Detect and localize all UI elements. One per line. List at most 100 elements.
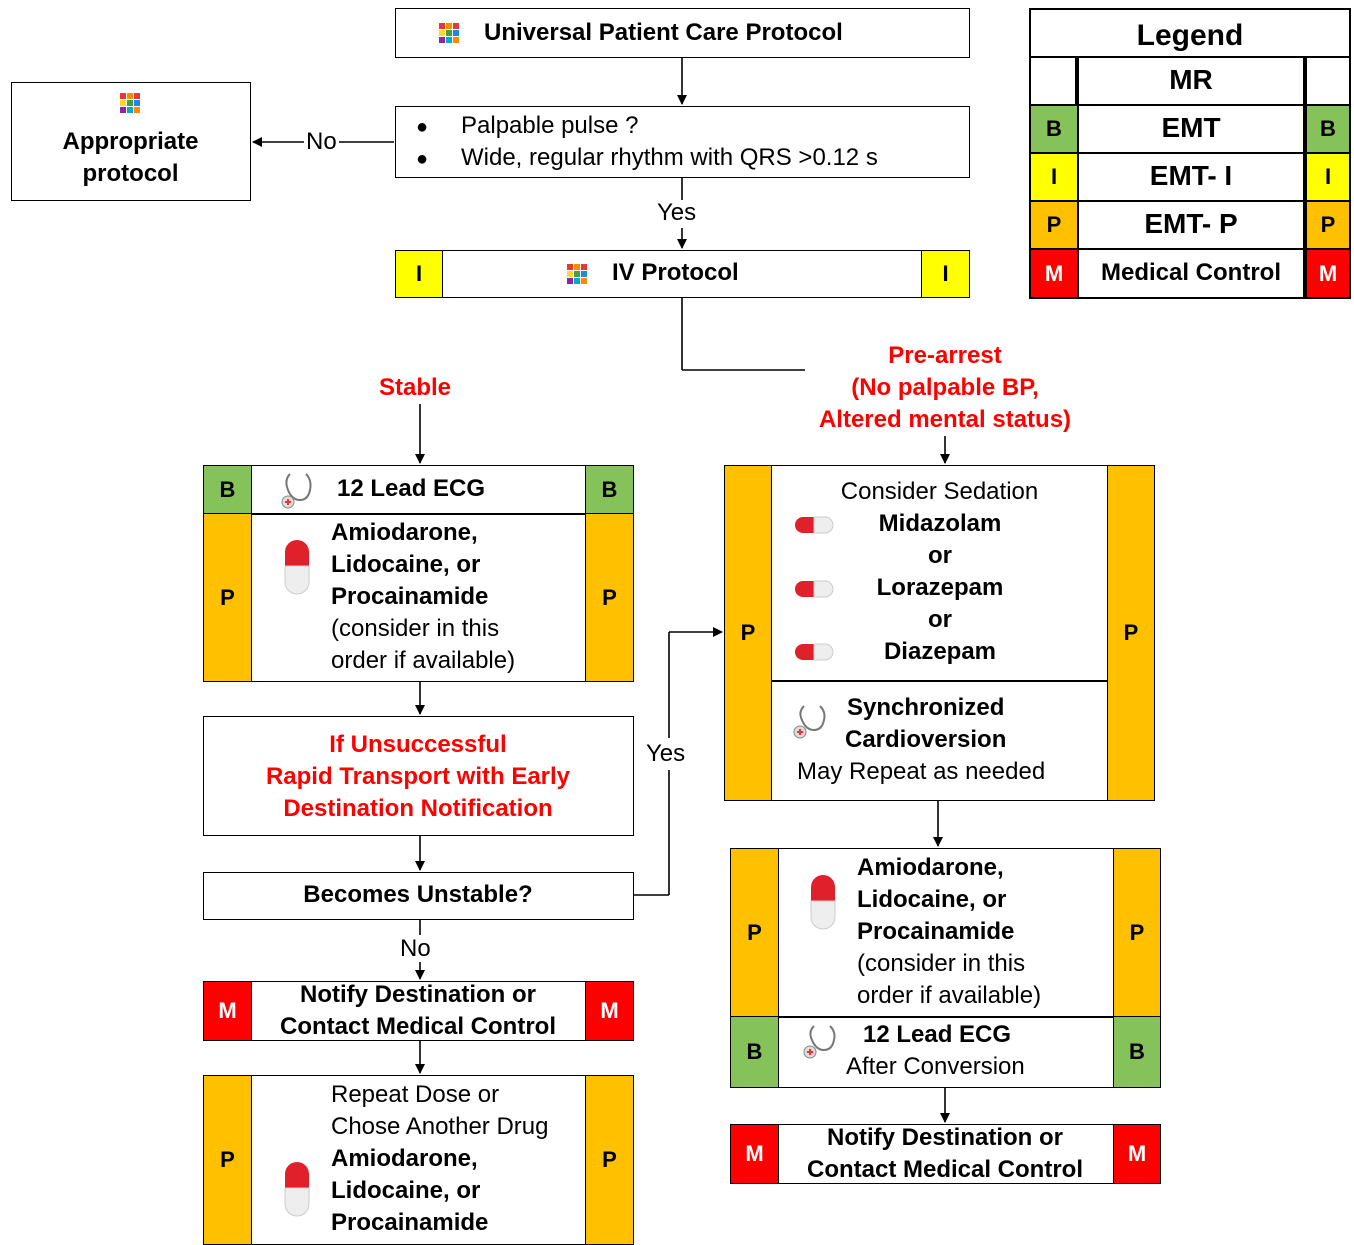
- stable-drug-3: Procainamide: [331, 583, 489, 610]
- or-1: or: [928, 542, 952, 569]
- protocol-grid-icon: [567, 264, 587, 284]
- legend-mr: MR: [1169, 64, 1213, 95]
- notify-right-box: Notify Destination or Contact Medical Co…: [730, 1124, 1161, 1184]
- legend-emt-p: EMT- P: [1144, 208, 1238, 239]
- stethoscope-icon: [281, 473, 312, 509]
- legend-emt: EMT: [1161, 112, 1221, 143]
- prearrest-label-3: Altered mental status): [818, 406, 1072, 433]
- level-badge-p: P: [1113, 848, 1161, 1017]
- level-badge-p: P: [724, 465, 772, 801]
- level-badge-p: P: [585, 513, 634, 682]
- level-badge-i: I: [921, 250, 970, 298]
- stable-treatment-box: [203, 465, 634, 682]
- diazepam: Diazepam: [883, 638, 997, 665]
- capsule-icon: [284, 1162, 310, 1217]
- stethoscope-icon: [793, 705, 826, 739]
- or-2: or: [928, 606, 952, 633]
- level-badge-b: B: [203, 465, 252, 514]
- consider-sedation: Consider Sedation: [840, 478, 1039, 505]
- protocol-grid-icon: [120, 93, 140, 113]
- appropriate-protocol-box: Appropriate protocol: [11, 82, 251, 201]
- level-badge-i: I: [395, 250, 443, 298]
- legend-emt-i: EMT- I: [1149, 160, 1233, 191]
- level-badge-p: P: [585, 1075, 634, 1245]
- level-badge-m: M: [585, 981, 634, 1041]
- sync-3: May Repeat as needed: [797, 758, 1046, 785]
- notify-left-1: Notify Destination or: [299, 981, 536, 1008]
- level-badge-m: M: [203, 981, 252, 1041]
- capsule-icon: [810, 875, 836, 930]
- protocol-grid-icon: [439, 23, 459, 43]
- sync-2: Cardioversion: [845, 726, 1007, 753]
- repeat-1: Repeat Dose or: [331, 1081, 500, 1108]
- legend-code-m: M: [1031, 250, 1077, 297]
- unsuccessful-3: Destination Notification: [283, 795, 553, 822]
- criteria-box: ● Palpable pulse ? ● Wide, regular rhyth…: [395, 106, 970, 178]
- stable-ecg-label: 12 Lead ECG: [337, 475, 486, 502]
- title-box: Universal Patient Care Protocol: [395, 8, 970, 58]
- repeat-dose-box: [203, 1075, 634, 1245]
- prearrest-drugs-box: [730, 848, 1161, 1088]
- level-badge-b: B: [730, 1016, 779, 1088]
- appropriate-line2: protocol: [82, 160, 179, 187]
- level-badge-m: M: [1113, 1124, 1161, 1184]
- legend-medical-control: Medical Control: [1100, 259, 1281, 286]
- stethoscope-icon: [803, 1025, 836, 1059]
- notify-right-1: Notify Destination or: [826, 1124, 1063, 1151]
- capsule-icon: [795, 580, 834, 598]
- becomes-unstable-label: Becomes Unstable?: [303, 881, 533, 908]
- level-badge-p: P: [203, 513, 252, 682]
- pre-drug-2: Lidocaine, or: [857, 886, 1007, 913]
- unsuccessful-1: If Unsuccessful: [329, 731, 507, 758]
- yes-label: Yes: [657, 199, 697, 226]
- repeat-2: Chose Another Drug: [331, 1113, 549, 1140]
- legend-code-p: P: [1307, 202, 1349, 248]
- capsule-icon: [795, 643, 834, 661]
- repeat-4: Lidocaine, or: [331, 1177, 481, 1204]
- legend-code-b: B: [1307, 106, 1349, 152]
- no-label: No: [304, 126, 339, 158]
- unsuccessful-2: Rapid Transport with Early: [265, 763, 571, 790]
- lorazepam: Lorazepam: [876, 574, 1004, 601]
- legend-code-i: I: [1307, 154, 1349, 200]
- yes-label-unstable: Yes: [646, 740, 686, 767]
- pre-note-1: (consider in this: [857, 950, 1026, 977]
- iv-protocol-label: IV Protocol: [612, 259, 739, 286]
- stable-note-1: (consider in this: [331, 615, 500, 642]
- legend-code-p: P: [1031, 202, 1077, 248]
- capsule-icon: [795, 516, 834, 534]
- legend-code-i: I: [1031, 154, 1077, 200]
- level-badge-b: B: [585, 465, 634, 514]
- stable-drug-1: Amiodarone,: [331, 519, 478, 546]
- pre-ecg: 12 Lead ECG: [863, 1021, 1012, 1048]
- legend-code-b: B: [1031, 106, 1077, 152]
- criteria-rhythm: Wide, regular rhythm with QRS >0.12 s: [461, 144, 878, 171]
- legend-code-m: M: [1307, 250, 1349, 297]
- prearrest-label: Pre-arrest: [888, 342, 1002, 369]
- legend-title: Legend: [1136, 19, 1244, 52]
- level-badge-p: P: [1107, 465, 1155, 801]
- stable-note-2: order if available): [331, 647, 516, 674]
- midazolam: Midazolam: [878, 510, 1002, 537]
- unsuccessful-box: If Unsuccessful Rapid Transport with Ear…: [203, 716, 634, 836]
- level-badge-p: P: [730, 848, 779, 1017]
- notify-left-2: Contact Medical Control: [279, 1013, 556, 1040]
- page-title: Universal Patient Care Protocol: [484, 19, 843, 46]
- capsule-icon: [284, 540, 310, 595]
- criteria-pulse: Palpable pulse ?: [461, 112, 639, 139]
- repeat-3: Amiodarone,: [331, 1145, 478, 1172]
- sync-1: Synchronized: [847, 694, 1005, 721]
- notify-right-2: Contact Medical Control: [806, 1156, 1083, 1183]
- level-badge-m: M: [730, 1124, 779, 1184]
- iv-protocol-box: [395, 250, 970, 298]
- prearrest-label-2: (No palpable BP,: [851, 374, 1039, 401]
- pre-ecg-2: After Conversion: [846, 1053, 1025, 1080]
- repeat-5: Procainamide: [331, 1209, 489, 1236]
- stable-drug-2: Lidocaine, or: [331, 551, 481, 578]
- stable-label: Stable: [379, 374, 452, 401]
- notify-left-box: Notify Destination or Contact Medical Co…: [203, 981, 634, 1041]
- level-badge-b: B: [1113, 1016, 1161, 1088]
- no-label-2: No: [400, 935, 431, 962]
- pre-drug-3: Procainamide: [857, 918, 1015, 945]
